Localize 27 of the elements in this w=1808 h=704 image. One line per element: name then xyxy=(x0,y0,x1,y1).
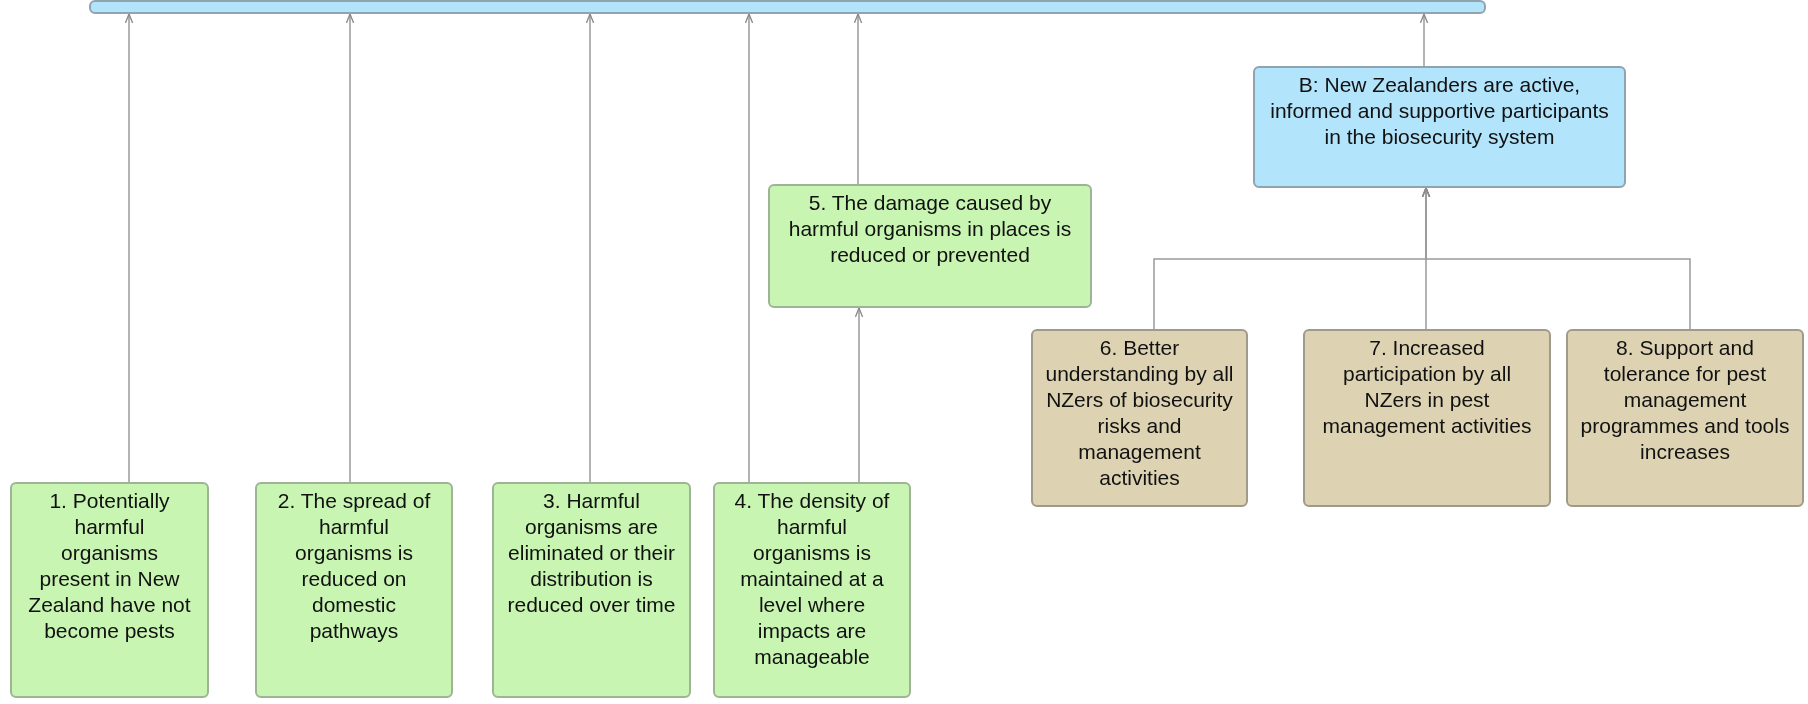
blank-box xyxy=(89,0,1486,14)
arrow xyxy=(124,13,134,483)
arrow xyxy=(854,307,864,483)
outcome-box xyxy=(713,482,911,698)
outcome-box xyxy=(492,482,691,698)
outcome-box xyxy=(255,482,453,698)
arrow xyxy=(585,13,595,483)
box-text: 4. The density of harmful organisms is maintained at a level where impacts are manageable xyxy=(733,488,891,670)
arrow xyxy=(853,13,863,185)
outcome-box xyxy=(768,184,1092,308)
outcome-box xyxy=(1566,329,1804,507)
box-text: B: New Zealanders are active, informed and supportive participants in the biosecurity system xyxy=(1269,72,1610,150)
box-text: 5. The damage caused by harmful organisms in places is reduced or prevented xyxy=(787,190,1073,268)
box-text: 6. Better understanding by all NZers of biosecurity risks and management activities xyxy=(1045,335,1234,491)
outcome-box xyxy=(10,482,209,698)
outcome-box xyxy=(1031,329,1248,507)
box-text: 8. Support and tolerance for pest management programmes and tools increases xyxy=(1580,335,1790,465)
outcome-box xyxy=(1253,66,1626,188)
arrow xyxy=(744,13,754,483)
box-text: 1. Potentially harmful organisms present in New Zealand have not become pests xyxy=(27,488,192,644)
arrow xyxy=(345,13,355,483)
box-text: 2. The spread of harmful organisms is reduced on domestic pathways xyxy=(276,488,432,644)
arrow xyxy=(1419,13,1429,67)
arrow xyxy=(1421,187,1691,330)
outcome-box xyxy=(1303,329,1551,507)
box-text: 7. Increased participation by all NZers in pest management activities xyxy=(1321,335,1533,439)
box-text: 3. Harmful organisms are eliminated or their distribution is reduced over time xyxy=(506,488,677,618)
